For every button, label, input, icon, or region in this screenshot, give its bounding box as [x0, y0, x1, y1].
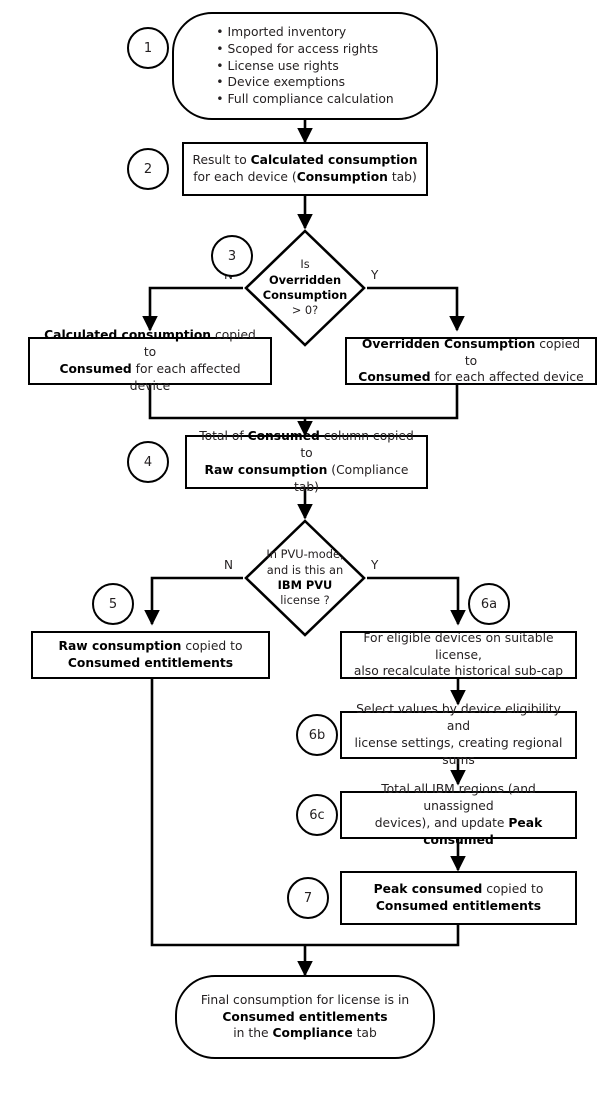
decision-ibm-pvu-license: In PVU-mode, and is this an IBM PVU lice…	[243, 518, 367, 638]
start-item: •License use rights	[216, 58, 393, 75]
step-7-text-c: Consumed entitlements	[375, 899, 542, 913]
step-2-text-d: Consumption	[296, 170, 388, 184]
step-badge-1-label: 1	[143, 40, 153, 56]
decision-pvu-yes-text: Y	[371, 558, 379, 572]
step-2-text-a: Result to	[192, 153, 251, 168]
step-6c-box: Total all IBM regions (and unassigned de…	[340, 782, 577, 847]
branch-no-text-b: copied to	[143, 328, 256, 360]
end-text-a: Final consumption for license is in	[200, 992, 410, 1007]
bullet-icon: •	[216, 92, 224, 107]
decision-3-yes-label: Y	[370, 268, 380, 282]
step-badge-3: 3	[211, 235, 253, 277]
step-badge-6b-label: 6b	[308, 727, 326, 743]
step-2-text-b: Calculated consumption	[250, 153, 418, 168]
overridden-consumption-box: Overridden Consumption copied to Consume…	[345, 337, 597, 385]
step-6c-text-a: Total all IBM regions (and unassigned	[381, 782, 536, 814]
branch-yes-text-d: for each affected device	[430, 370, 584, 385]
step-4-text-b: Consumed	[247, 429, 320, 444]
step-4-text-a: Total of	[199, 429, 248, 444]
step-6c-text-c: Peak consumed	[423, 816, 543, 847]
step-badge-7: 7	[287, 877, 329, 919]
start-item-label: Full compliance calculation	[227, 92, 394, 107]
branch-no-text-d: for each affected device	[129, 362, 241, 393]
step-badge-6a: 6a	[468, 583, 510, 625]
end-text-b: Consumed entitlements	[222, 1009, 388, 1024]
step-6b-text-a: Select values by device eligibility and	[356, 702, 561, 734]
step-badge-2-label: 2	[143, 161, 153, 177]
step-4-text-d: Raw consumption	[204, 463, 328, 477]
step-badge-6c: 6c	[296, 794, 338, 836]
step-4-box: Total of Consumed column copied to Raw c…	[185, 429, 428, 494]
step-badge-2: 2	[127, 148, 169, 190]
step-5-box: Raw consumption copied to Consumed entit…	[31, 631, 270, 679]
end-text-e: tab	[352, 1026, 377, 1041]
step-7-box: Peak consumed copied to Consumed entitle…	[340, 871, 577, 925]
decision-pvu-no-label: N	[223, 558, 234, 572]
step-2-box: Result to Calculated consumption for eac…	[182, 142, 428, 196]
end-terminator: Final consumption for license is in Cons…	[175, 975, 435, 1059]
step-badge-4-label: 4	[143, 454, 153, 470]
step-7-text-b: copied to	[482, 882, 544, 897]
end-text-c: in the	[233, 1026, 273, 1041]
step-badge-6b: 6b	[296, 714, 338, 756]
start-item-label: Imported inventory	[227, 24, 347, 39]
decision-pvu-yes-label: Y	[370, 558, 380, 572]
step-2-text-c: for each device (	[193, 170, 297, 184]
step-6a-text-b: also recalculate historical sub-cap	[353, 664, 564, 679]
decision-pvu-no-text: N	[224, 558, 233, 572]
step-badge-3-label: 3	[227, 248, 237, 264]
step-badge-5-label: 5	[108, 596, 118, 612]
diamond-shape	[244, 229, 366, 347]
step-6a-box: For eligible devices on suitable license…	[340, 631, 577, 679]
bullet-icon: •	[216, 58, 224, 73]
step-7-text-a: Peak consumed	[373, 882, 483, 897]
bullet-icon: •	[216, 41, 224, 56]
step-6a-text-a: For eligible devices on suitable license…	[363, 630, 554, 662]
start-terminator: •Imported inventory •Scoped for access r…	[172, 12, 438, 120]
step-6c-text-b: devices), and update	[374, 816, 509, 830]
branch-no-text-a: Calculated consumption	[44, 328, 212, 343]
start-item: •Scoped for access rights	[216, 41, 393, 58]
end-text-d: Compliance	[272, 1026, 353, 1041]
step-5-text-b: copied to	[181, 639, 243, 654]
step-badge-4: 4	[127, 441, 169, 483]
step-badge-6a-label: 6a	[480, 596, 498, 612]
step-badge-6c-label: 6c	[309, 807, 325, 823]
branch-yes-text-b: copied to	[464, 336, 581, 368]
step-6b-text-b: license settings, creating regional sums	[354, 736, 563, 767]
bullet-icon: •	[216, 24, 224, 39]
calculated-consumption-box: Calculated consumption copied to Consume…	[28, 328, 272, 393]
start-item-label: Scoped for access rights	[227, 41, 379, 56]
step-4-text-e: (Compliance tab)	[294, 463, 409, 494]
branch-yes-text-c: Consumed	[358, 370, 431, 385]
branch-no-text-c: Consumed	[59, 362, 132, 376]
start-item: •Imported inventory	[216, 24, 393, 41]
start-item: •Device exemptions	[216, 74, 393, 91]
diamond-shape	[244, 519, 366, 637]
step-2-text-e: tab)	[387, 170, 417, 184]
step-badge-5: 5	[92, 583, 134, 625]
start-item: •Full compliance calculation	[216, 91, 393, 108]
start-item-label: Device exemptions	[227, 75, 346, 90]
decision-3-yes-text: Y	[371, 268, 379, 282]
bullet-icon: •	[216, 75, 224, 90]
step-4-text-c: column copied to	[300, 429, 414, 461]
step-5-text-a: Raw consumption	[58, 639, 182, 654]
step-badge-7-label: 7	[303, 890, 313, 906]
branch-yes-text-a: Overridden Consumption	[361, 336, 536, 351]
step-badge-1: 1	[127, 27, 169, 69]
step-5-text-c: Consumed entitlements	[67, 656, 234, 670]
step-6b-box: Select values by device eligibility and …	[340, 702, 577, 767]
start-item-label: License use rights	[227, 58, 339, 73]
